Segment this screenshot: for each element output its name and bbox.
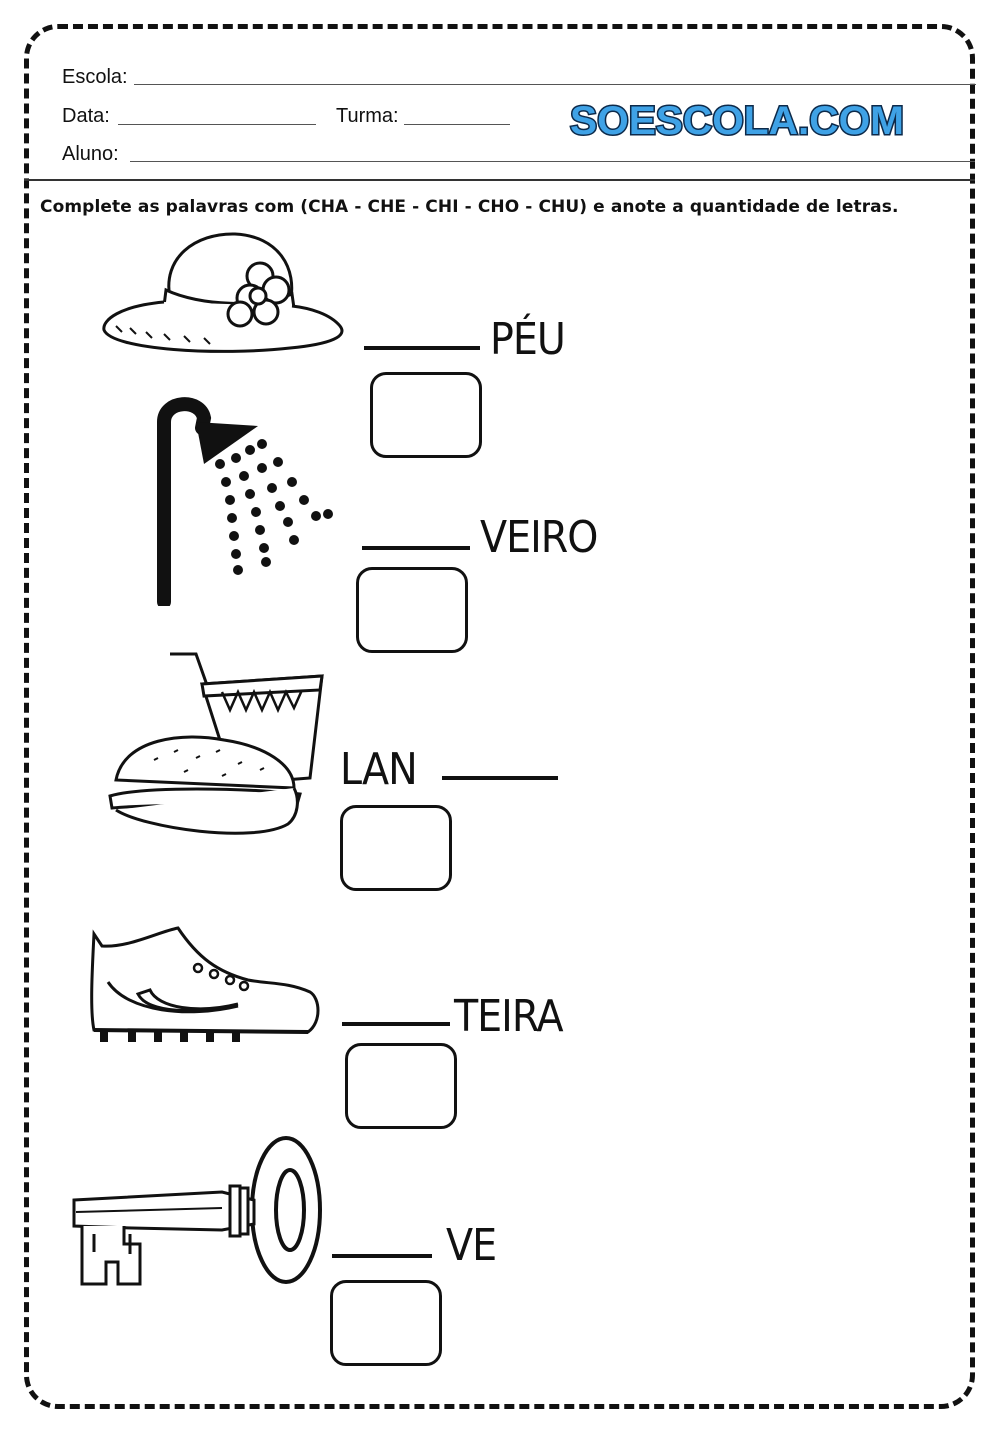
hat-icon (102, 232, 344, 353)
word-fragment-3: LAN (340, 744, 418, 795)
letter-count-box-2[interactable] (356, 567, 468, 653)
letter-count-box-5[interactable] (330, 1280, 442, 1366)
word-fragment-1: PÉU (490, 314, 566, 365)
blank-line-5[interactable] (332, 1254, 432, 1258)
blank-line-3[interactable] (442, 776, 558, 780)
escola-label: Escola: (62, 66, 128, 88)
blank-line-1[interactable] (364, 346, 480, 350)
letter-count-box-4[interactable] (345, 1043, 457, 1129)
letter-count-box-1[interactable] (370, 372, 482, 458)
aluno-label: Aluno: (62, 143, 119, 165)
blank-line-2[interactable] (362, 546, 470, 550)
key-icon (72, 1136, 322, 1286)
header-separator (24, 179, 975, 181)
word-fragment-2: VEIRO (480, 512, 598, 563)
page-border (24, 24, 975, 1409)
turma-line (404, 124, 510, 125)
word-fragment-4: TEIRA (454, 991, 564, 1042)
blank-line-4[interactable] (342, 1022, 450, 1026)
snack-icon (108, 652, 324, 835)
aluno-line (130, 161, 975, 162)
svg-text:SOESCOLA.COM: SOESCOLA.COM (570, 99, 904, 143)
letter-count-box-3[interactable] (340, 805, 452, 891)
data-label: Data: (62, 105, 110, 127)
sneaker-icon (90, 926, 320, 1042)
data-line (118, 124, 316, 125)
soescola-logo: SOESCOLA.COM (569, 98, 906, 145)
word-fragment-5: VE (446, 1220, 497, 1271)
instruction-text: Complete as palavras com (CHA - CHE - CH… (40, 197, 899, 217)
turma-label: Turma: (336, 105, 399, 127)
shower-icon (157, 397, 333, 606)
escola-line (134, 84, 976, 85)
